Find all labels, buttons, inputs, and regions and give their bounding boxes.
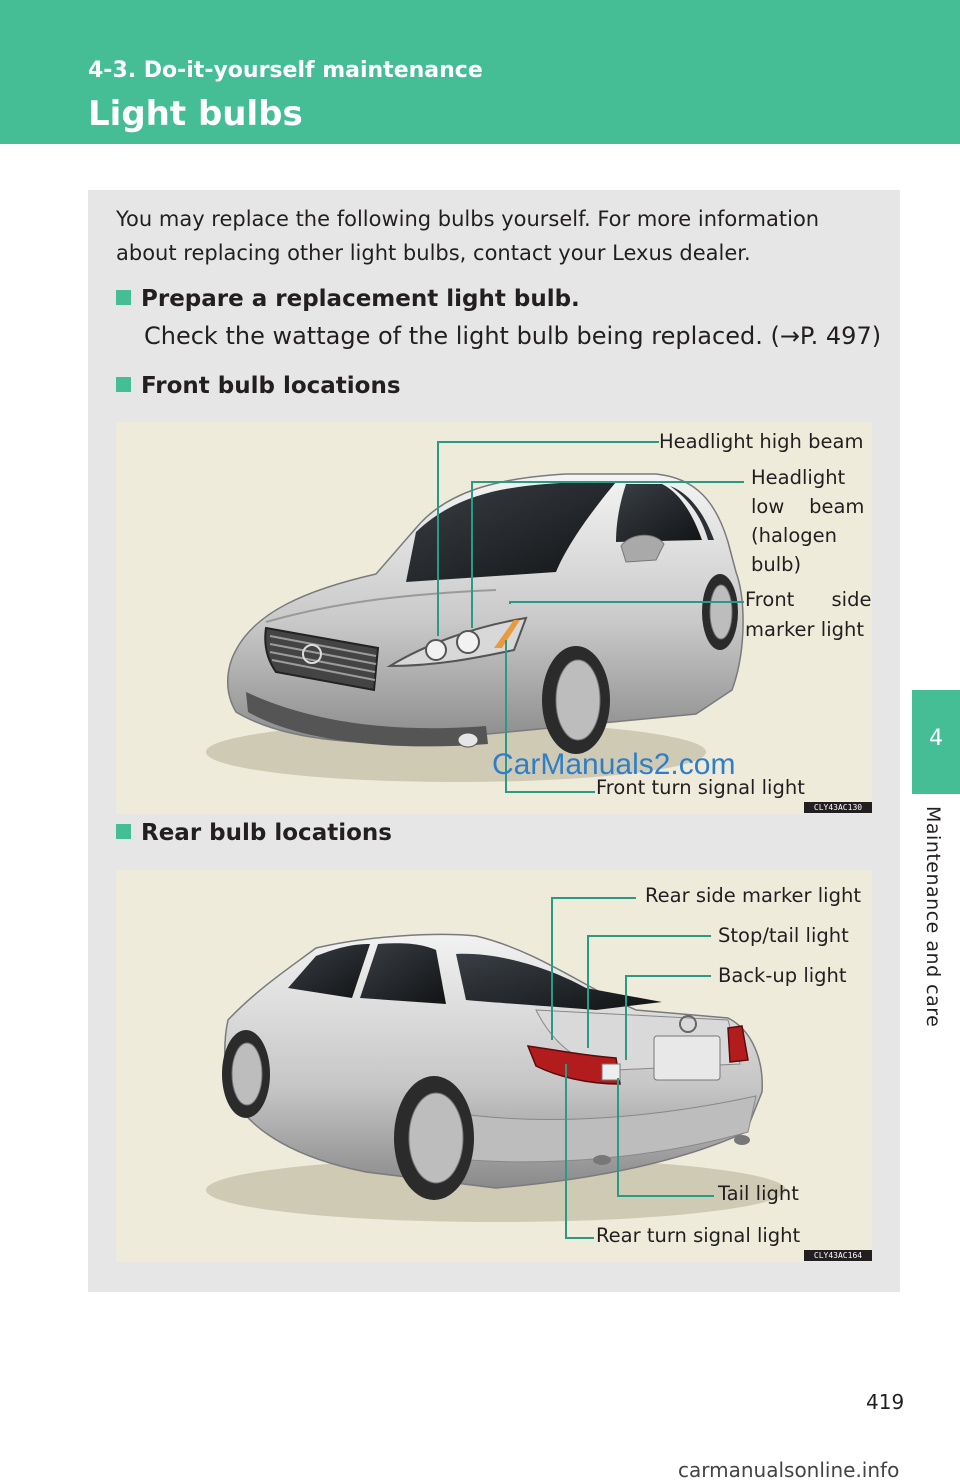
bullet-square-icon [116,824,131,839]
label-tail-light: Tail light [718,1182,799,1205]
label-back-up-light: Back-up light [718,964,847,987]
label-headlight-low-beam-2: low beam [751,495,865,518]
figure-code: CLY43AC164 [804,1250,872,1261]
label-headlight-low-beam-1: Headlight [751,466,846,489]
prepare-heading: Prepare a replacement light bulb. [116,286,580,312]
prepare-text: Check the wattage of the light bulb bein… [144,322,882,350]
watermark: CarManuals2.com [492,748,736,781]
front-car-illustration [206,441,744,793]
front-bulb-figure: Headlight high beam Headlight low beam (… [116,422,872,814]
label-headlight-high-beam: Headlight high beam [659,430,864,453]
label-front-side-marker-1: Front side [745,588,872,611]
label-stop-tail-light: Stop/tail light [718,924,849,947]
label-rear-turn-signal: Rear turn signal light [596,1224,801,1247]
footer-url[interactable]: carmanualsonline.info [678,1458,900,1482]
label-rear-side-marker: Rear side marker light [645,884,861,907]
chapter-label: Maintenance and care [916,806,956,1066]
rear-heading: Rear bulb locations [116,820,392,846]
intro-text: You may replace the following bulbs your… [116,207,820,265]
figure-code: CLY43AC130 [804,802,872,813]
rear-bulb-figure: Rear side marker light Stop/tail light B… [116,870,872,1262]
section-label: 4-3. Do-it-yourself maintenance [88,58,483,83]
bullet-square-icon [116,377,131,392]
chapter-label-text: Maintenance and care [922,806,944,1028]
front-heading: Front bulb locations [116,373,401,399]
rear-car-illustration [206,897,786,1239]
page-title: Light bulbs [88,94,303,134]
chapter-tab[interactable]: 4 [912,690,960,794]
bullet-square-icon [116,290,131,305]
chapter-number: 4 [929,726,943,751]
header-bar: 4-3. Do-it-yourself maintenance Light bu… [0,0,960,144]
label-front-turn-signal: Front turn signal light [596,776,805,799]
page-number: 419 [866,1390,905,1414]
label-front-side-marker-2: marker light [745,618,864,641]
label-headlight-low-beam-4: bulb) [751,553,802,576]
label-headlight-low-beam-3: (halogen [751,524,837,547]
